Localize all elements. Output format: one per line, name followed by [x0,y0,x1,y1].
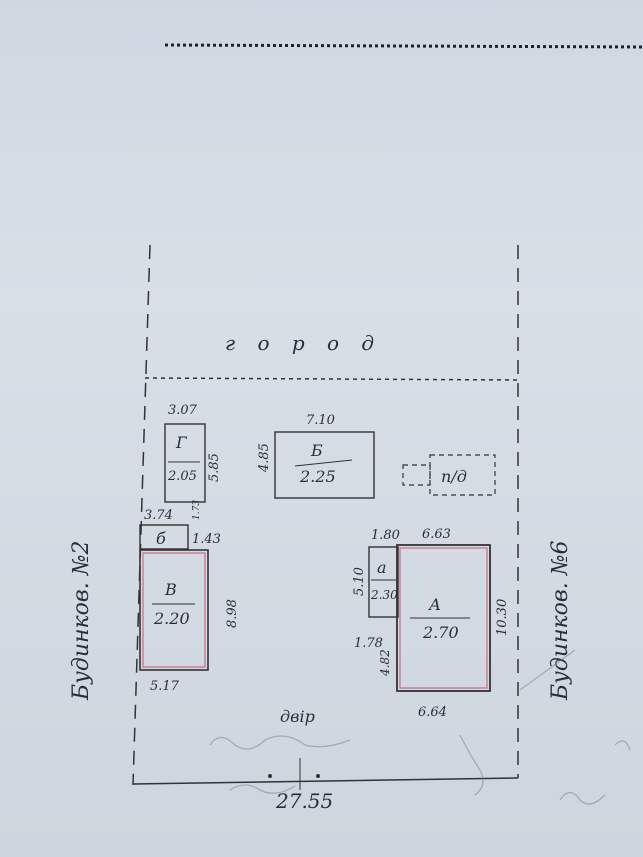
building-g [164,423,206,503]
neighbor-right-label: Будинков. №6 [548,540,573,701]
building-b-small-top: 3.74 [144,508,173,523]
building-g-letter: Г [175,433,188,452]
building-v-bottom: 5.17 [150,679,180,694]
garden-label: г о р о д [225,331,382,355]
building-a-height: 2.70 [422,623,459,642]
building-v-side: 8.98 [225,599,240,628]
neighbor-left-label: Будинков. №2 [69,540,94,701]
building-a [396,544,491,692]
building-a-small-letter: а [377,558,387,577]
building-b-small [139,524,189,550]
building-v-outline [142,552,206,668]
building-g-top: 3.07 [168,403,198,418]
building-a-side: 10.30 [495,599,510,636]
building-a-small-height: 2.30 [370,588,398,602]
building-a-small-side2: 4.82 [378,649,392,677]
building-v-letter: В [164,580,177,599]
building-b-top: 7.10 [306,413,335,428]
building-b-small-letter: б [156,529,166,548]
building-b [274,431,375,499]
building-g-height: 2.05 [167,469,197,484]
building-v-height: 2.20 [153,609,190,628]
building-a-small-side: 5.10 [352,567,367,596]
frontage-dimension: 27.55 [275,789,333,813]
building-v [139,549,209,671]
building-a-letter: А [428,595,441,614]
top-dotted-line [164,43,643,49]
building-pg-letter: п/д [441,467,467,486]
plot-boundary [132,244,519,786]
building-g-side: 5.85 [207,453,222,482]
pencil-scribbles [209,649,631,805]
yard-label: двір [280,707,315,726]
building-a-bottom: 6.64 [418,705,447,720]
building-b-side: 4.85 [257,443,272,473]
building-b-height: 2.25 [299,467,336,486]
building-a-outline [399,547,488,689]
building-pg [402,454,496,496]
building-a-small-gap: 1.78 [354,636,383,651]
building-a-top: 6.63 [422,527,451,542]
building-b-letter: Б [310,441,323,460]
building-a-small-top: 1.80 [371,528,400,543]
building-a-small [368,546,399,618]
building-b-small-side2: 1.73 [192,500,202,520]
building-b-small-side: 1.43 [192,532,221,547]
